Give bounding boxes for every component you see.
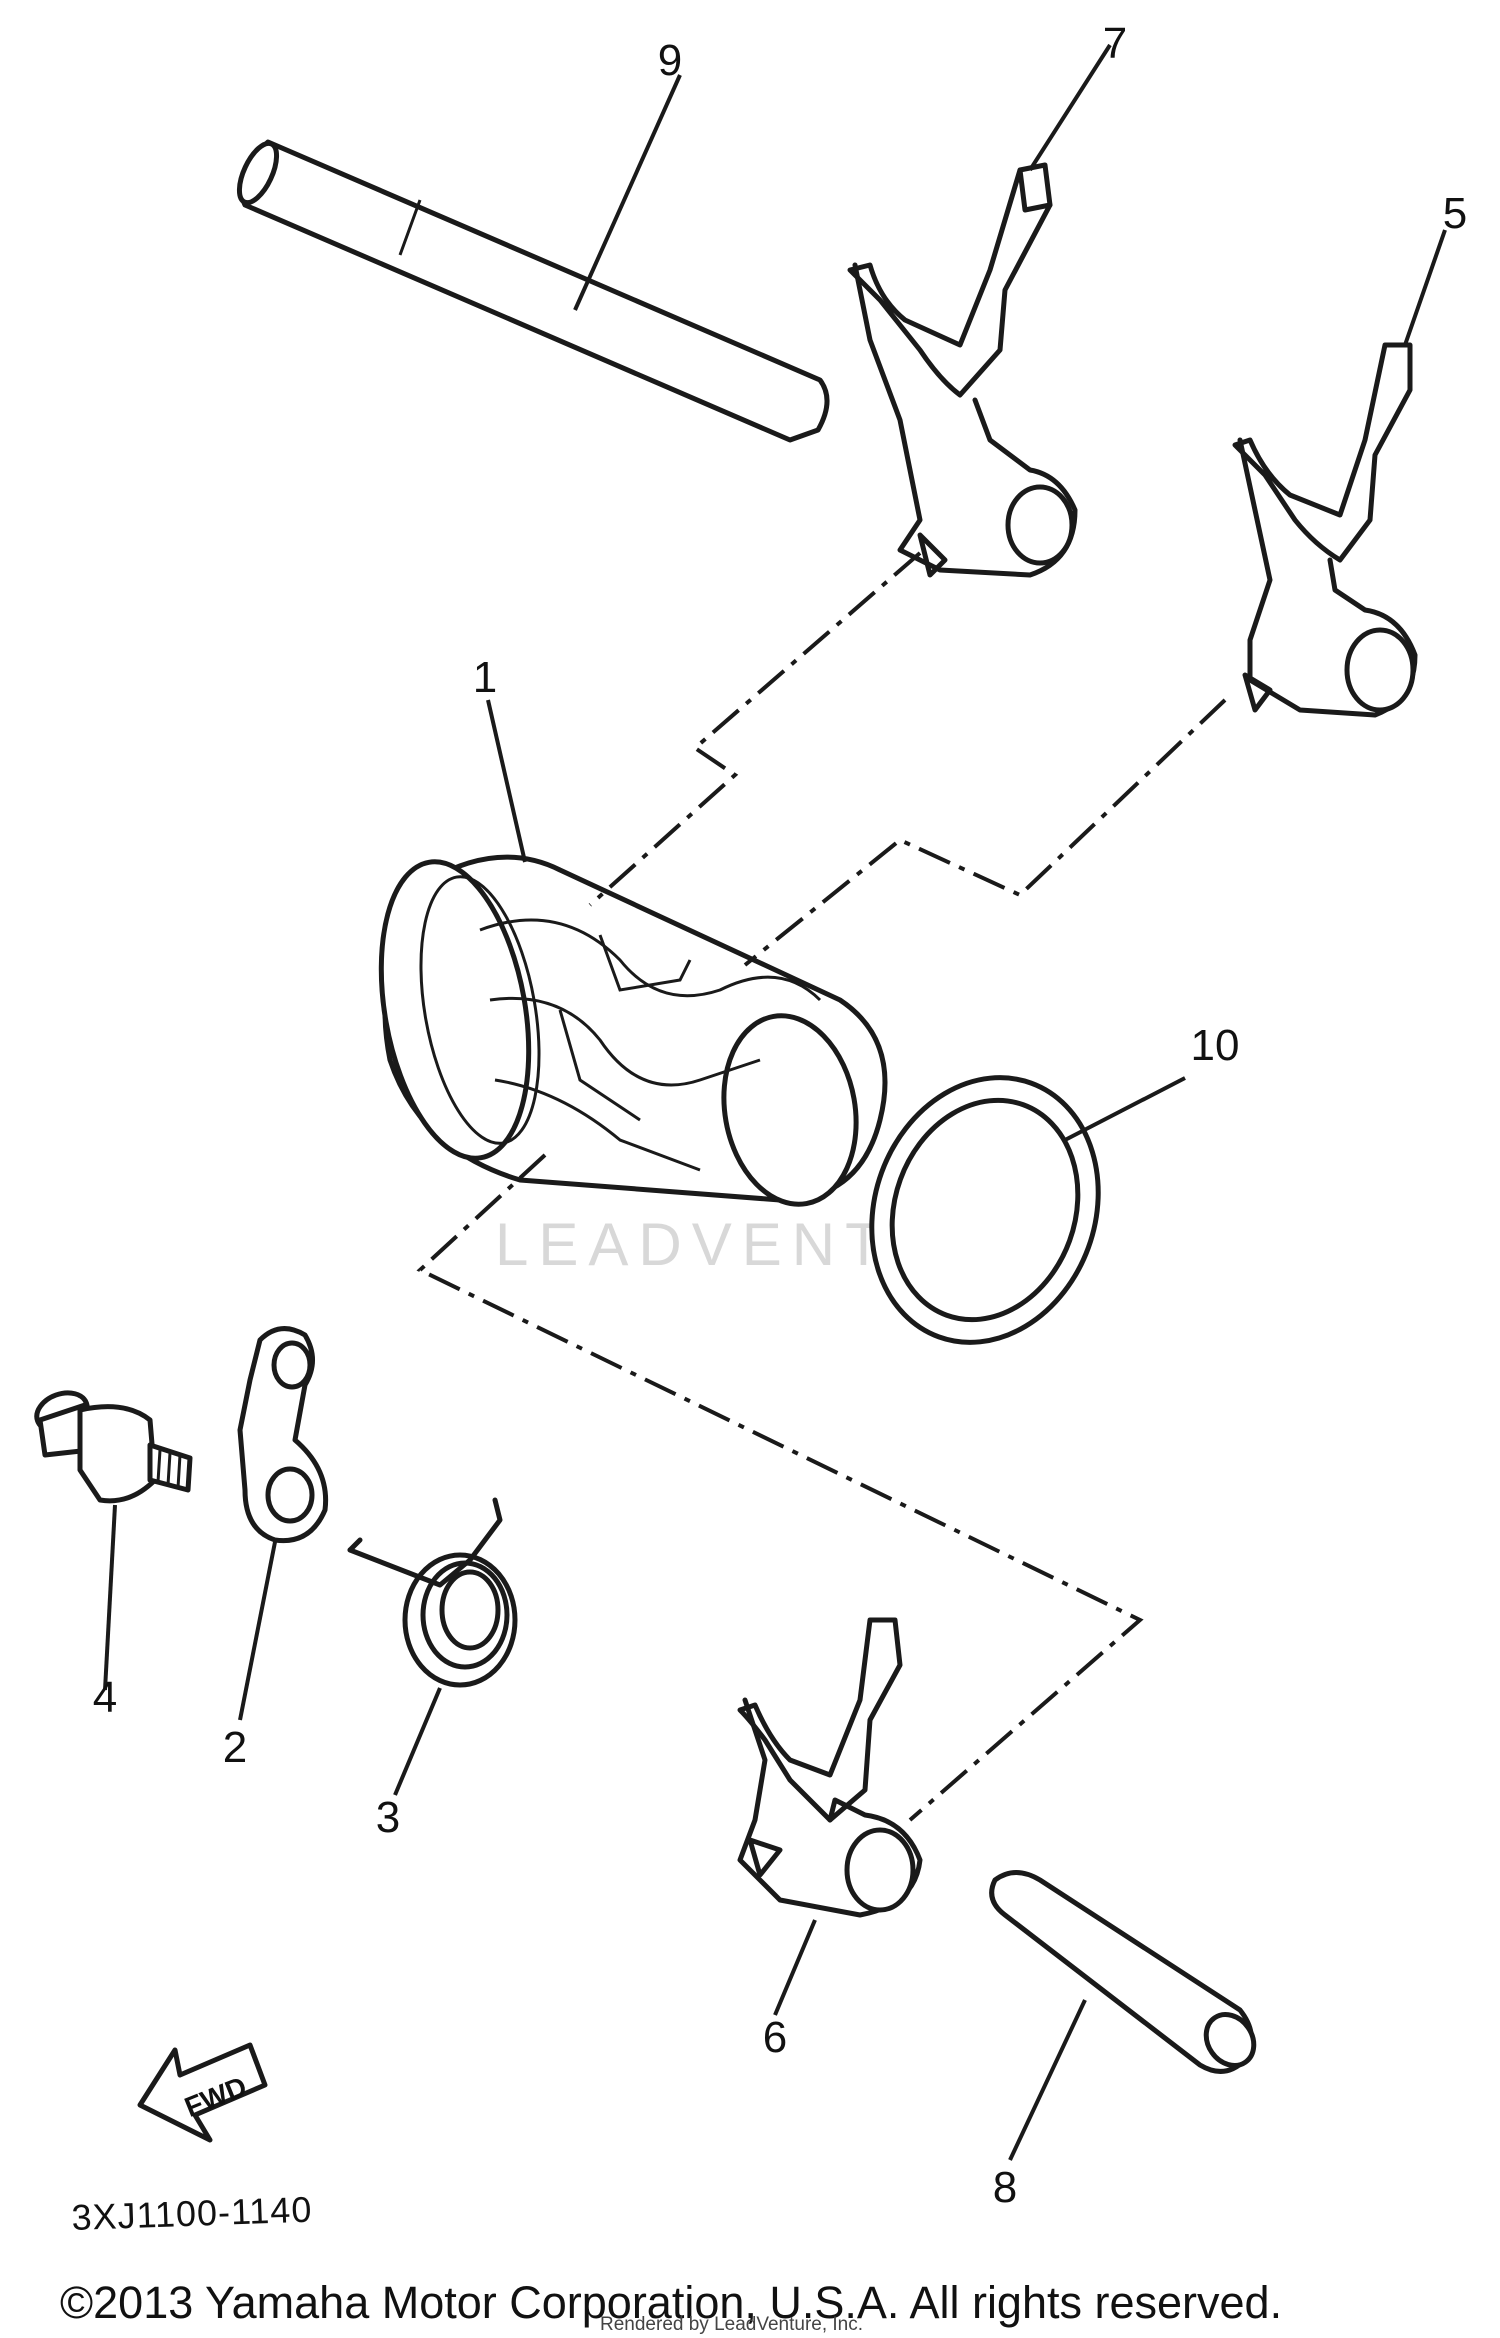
leader-2 xyxy=(238,1541,277,1721)
part-4-bolt xyxy=(34,1390,193,1504)
callout-10: 10 xyxy=(1191,1021,1240,1070)
leader-10 xyxy=(1064,1076,1186,1142)
part-8-guide-pin xyxy=(989,1870,1257,2074)
part-5-shift-fork xyxy=(1232,342,1418,718)
callout-1: 1 xyxy=(473,653,497,702)
callout-9: 9 xyxy=(658,36,682,85)
callout-7: 7 xyxy=(1103,19,1127,68)
part-2-stopper-lever xyxy=(237,1326,329,1544)
copyright-notice: ©2013 Yamaha Motor Corporation, U.S.A. A… xyxy=(60,2277,1282,2328)
leader-8 xyxy=(1008,1999,1087,2161)
part-3-torsion-spring xyxy=(347,1497,518,1688)
callout-8: 8 xyxy=(993,2163,1017,2212)
dash-line-fork-6 xyxy=(416,1153,1144,1822)
drawing-number: 3XJ1100-1140 xyxy=(71,2189,313,2238)
dash-line-fork-7 xyxy=(588,551,922,907)
fwd-arrow-icon: FWD xyxy=(137,2042,268,2143)
leader-1 xyxy=(486,699,527,863)
leader-3 xyxy=(393,1687,442,1796)
callout-6: 6 xyxy=(763,2013,787,2062)
leader-4 xyxy=(103,1504,117,1691)
part-9-guide-bar xyxy=(236,139,830,443)
callout-4: 4 xyxy=(93,1673,117,1722)
part-6-shift-fork xyxy=(737,1617,923,1918)
leader-6 xyxy=(773,1919,817,2016)
callout-5: 5 xyxy=(1443,189,1467,238)
leader-7 xyxy=(1028,43,1112,172)
dash-line-fork-5 xyxy=(743,698,1227,967)
part-10-washer xyxy=(869,1075,1101,1345)
leader-9 xyxy=(573,74,682,311)
rendered-by-note: Rendered by LeadVenture, Inc. xyxy=(600,2314,863,2335)
callout-3: 3 xyxy=(376,1793,400,1842)
leader-5 xyxy=(1403,229,1447,346)
part-7-shift-fork xyxy=(847,162,1078,578)
callout-2: 2 xyxy=(223,1723,247,1772)
part-1-shift-cam xyxy=(378,854,888,1207)
